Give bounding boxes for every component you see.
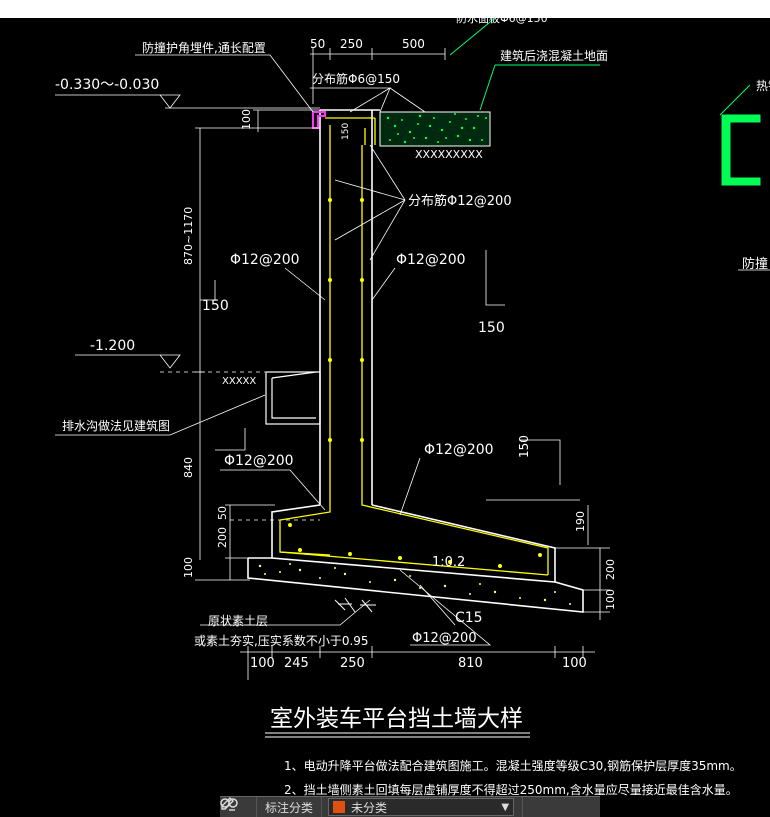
slope: 1:0.2 [432,555,465,570]
bar-bottom: Φ12@200 [412,631,477,646]
category-label: 标注分类 [257,797,323,817]
soil-line-1: 原状素土层 [208,614,268,628]
chevron-down-icon: ▼ [501,801,510,813]
ground-dashed [160,371,320,521]
dim-200-b: 200 [216,527,229,548]
soil-hatch [334,597,376,613]
bar-mid-right: Φ12@200 [424,442,494,458]
dim-100-r: 100 [604,589,617,610]
cushion-speckles [258,563,571,605]
side-label-top: 热镀 [756,79,770,93]
window-top-strip [0,0,770,18]
svg-text:XXXXXXXXX: XXXXXXXXX [415,148,483,161]
dim-b-250: 250 [340,656,365,671]
dim-b-810: 810 [458,656,483,671]
annotation-toolbar: 标注分类 未分类 ▼ [220,796,600,817]
bar-mid-left: Φ12@200 [224,453,294,469]
dim-200-r: 200 [604,559,617,580]
side-detail [721,114,770,271]
category-selected-value: 未分类 [351,800,388,815]
elevation-top: -0.330～-0.030 [55,77,159,93]
elevation-low: -1.200 [90,338,135,354]
bar-right: Φ12@200 [396,252,466,268]
dim-150-mid: 150 [517,435,531,458]
dim-b-100b: 100 [562,656,587,671]
green-leaders [449,17,751,116]
dim-50: 50 [310,37,325,51]
note-2: 2、挡土墙侧素土回填每层虚铺厚度不得超过250mm,含水量应尽量接近最佳含水量。 [284,782,738,797]
wall-outline [247,109,584,613]
drawing-title: 室外装车平台挡土墙大样 [270,706,523,732]
soil-line-2: 或素土夯实,压实系数不小于0.95 [194,633,369,648]
dim-840: 840 [182,457,195,478]
top-slab: XXXXXXXXX [379,111,491,161]
dim-870: 870~1170 [182,207,195,265]
drain-channel: XXXXX [222,371,321,425]
dim-50-b: 50 [216,506,229,520]
dimension-lines [55,48,610,680]
note-1: 1、电动升降平台做法配合建筑图施工。混凝土强度等级C30,钢筋保护层厚度35mm… [284,758,742,773]
svg-text:XXXXX: XXXXX [222,376,256,387]
leader-lines [55,54,492,646]
dim-500: 500 [402,37,425,51]
side-label: 防撞 [742,256,768,272]
corner-embed [312,111,326,129]
dim-150-small: 150 [341,123,351,140]
title-underline [265,732,530,738]
label-drain: 排水沟做法见建筑图 [62,418,170,433]
dim-150-right: 150 [478,320,505,336]
dim-b-100a: 100 [250,656,275,671]
dim-100-b: 100 [182,557,195,578]
rebar [279,117,549,576]
category-color-swatch [333,801,346,813]
link-icon[interactable] [220,797,257,817]
label-dist-bar-6: 分布筋Φ6@150 [312,71,400,86]
annotations: 防水面板Φ6@150 防撞护角埋件,通长配置 50 250 500 建筑后浇混凝… [55,11,770,797]
category-select[interactable]: 未分类 ▼ [328,798,515,816]
label-post-concrete: 建筑后浇混凝土地面 [500,48,608,63]
label-c15: C15 [455,610,483,626]
rebar-dots [288,198,542,568]
dim-100-left: 100 [240,109,253,130]
label-top-cut: 防水面板Φ6@150 [456,11,548,25]
dim-190: 190 [574,511,587,532]
dim-150-left: 150 [202,298,229,314]
dim-250-top: 250 [340,37,363,51]
bar-left: Φ12@200 [230,252,300,268]
edit-icon[interactable] [221,797,563,817]
label-anti-collision: 防撞护角埋件,通长配置 [142,40,266,55]
label-dist-bar-12: 分布筋Φ12@200 [408,193,512,209]
dim-b-245: 245 [284,656,309,671]
